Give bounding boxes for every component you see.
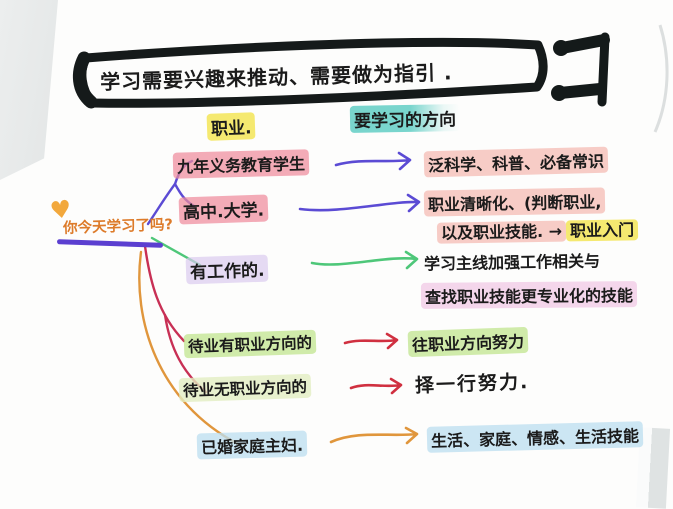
bracket-blob-top <box>553 40 569 56</box>
row-label-married-homemaker: 已婚家庭主妇. <box>196 430 308 460</box>
row-text-working-line2: 查找职业技能更专业化的技能 <box>420 281 638 309</box>
branch-school-trunk <box>146 182 177 226</box>
paper-curve-right <box>653 24 669 133</box>
row-text-highschool-line2-part: 以及职业技能. → <box>436 220 567 244</box>
row-text-highschool-line2: 以及职业技能. →职业入门 <box>436 216 639 244</box>
branch-jobless-1 <box>143 244 186 343</box>
row-label-jobless-no-direction: 待业无职业方向的 <box>178 373 312 403</box>
arrow-row2 <box>298 193 421 213</box>
bracket-blob-bottom <box>551 85 567 101</box>
row-text-highschool-line1: 职业清晰化、(判断职业, <box>423 187 606 217</box>
row-label-working: 有工作的. <box>185 254 269 285</box>
row-label-highschool-college: 高中.大学. <box>178 194 269 225</box>
row-text-working-line1: 学习主线加强工作相关与 <box>423 251 601 274</box>
row-arrows <box>298 151 421 445</box>
bracket-vertical-bar <box>597 32 610 107</box>
row-label-compulsory-students: 九年义务教育学生 <box>172 149 310 179</box>
column-header-occupation: 职业. <box>206 112 256 141</box>
arrow-row5 <box>349 377 403 395</box>
center-question: 你今天学习了吗? <box>62 217 174 237</box>
row-text-career-entry: 职业入门 <box>565 219 639 242</box>
arrow-row1 <box>334 151 412 171</box>
row-text-compulsory-students: 泛科学、科普、必备常识 <box>423 146 609 178</box>
column-header-direction: 要学习的方向 <box>349 104 461 133</box>
arrow-row4 <box>343 332 399 350</box>
bracket-top-bar <box>556 34 610 54</box>
row-text-jobless-no-direction: 择一行努力. <box>414 371 530 397</box>
bracket-decoration <box>551 32 610 107</box>
title-frame-left-blob <box>72 51 98 109</box>
arrow-row3 <box>310 250 419 270</box>
row-text-jobless-with-direction: 往职业方向努力 <box>407 326 529 358</box>
arrow-row6 <box>329 426 419 445</box>
row-label-jobless-with-direction: 待业有职业方向的 <box>183 329 317 359</box>
branch-married <box>138 250 240 446</box>
title-frame <box>72 37 548 109</box>
